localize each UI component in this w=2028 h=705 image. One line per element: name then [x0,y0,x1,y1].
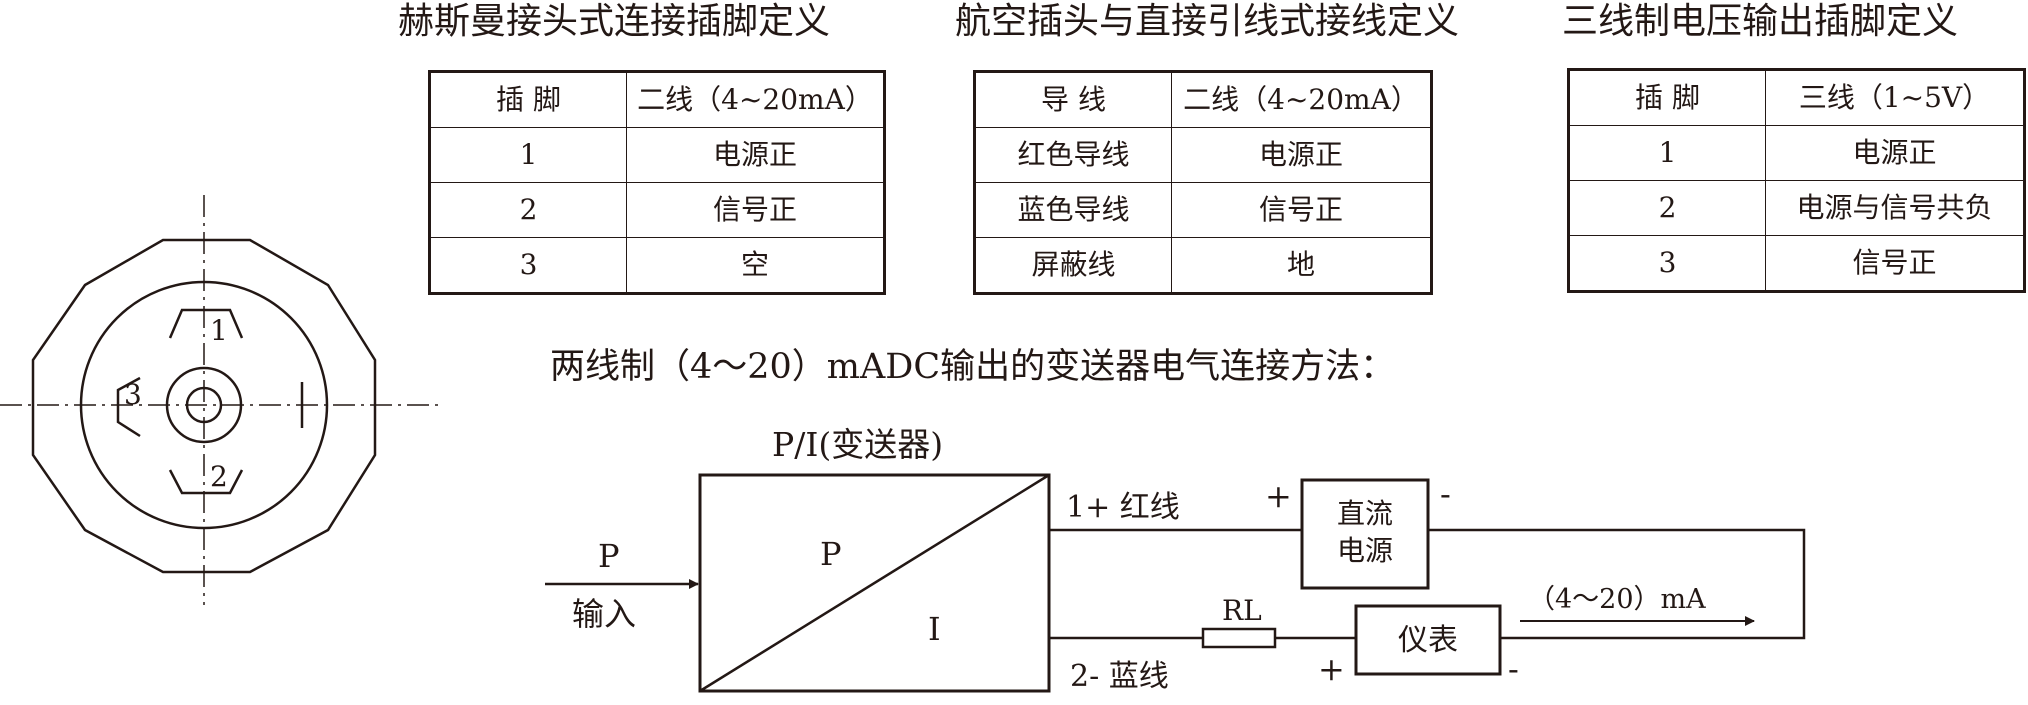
title-three-wire: 三线制电压输出插脚定义 [1562,1,1959,42]
psu-label-line1: 直流 [1337,497,1393,530]
transmitter-diagonal [699,473,1050,693]
table-row: 蓝色导线 信号正 [974,182,1432,238]
table-header-cell: 插 脚 [1568,69,1766,126]
meter-label: 仪表 [1398,623,1458,658]
table-header-cell: 导 线 [974,71,1172,128]
input-p-label: P [598,537,620,575]
table-cell: 1 [429,127,627,183]
table-cell: 3 [1568,235,1766,292]
transmitter-box [698,473,1051,693]
table-cell: 信号正 [626,182,885,238]
table-cell: 电源正 [1171,127,1432,183]
transmitter-p-label: P [820,535,842,573]
table-row: 1 电源正 [429,127,885,183]
pin-contact-1 [168,308,244,339]
title-aviation: 航空插头与直接引线式接线定义 [955,1,1460,42]
psu-label-line2: 电源 [1337,534,1393,567]
dc-power-supply [1300,478,1430,590]
table-cell: 电源与信号共负 [1765,180,2025,236]
table-cell: 空 [626,237,885,294]
table-hirschmann: 插 脚 二线（4~20mA） 1 电源正 2 信号正 3 空 [428,70,886,295]
table-row: 屏蔽线 地 [974,237,1432,294]
table-aviation: 导 线 二线（4~20mA） 红色导线 电源正 蓝色导线 信号正 屏蔽线 地 [973,70,1433,295]
red-wire-label: 1+ 红线 [1066,490,1180,525]
table-three-wire: 插 脚 三线（1~5V） 1 电源正 2 电源与信号共负 3 信号正 [1567,68,2026,293]
current-label: （4～20）mA [1528,584,1706,615]
input-label: 输入 [572,595,636,633]
table-cell: 蓝色导线 [974,182,1172,238]
table-cell: 地 [1171,237,1432,294]
pin-label-2: 2 [210,460,228,493]
pin-contact-3 [116,376,141,438]
transmitter-label: P/I(变送器) [772,425,943,464]
meter-minus: - [1508,650,1519,688]
transmitter-i-label: I [928,610,941,648]
resistor [1201,627,1277,649]
table-cell: 红色导线 [974,127,1172,183]
table-cell: 信号正 [1171,182,1432,238]
table-row: 3 空 [429,237,885,294]
pin-contact-2 [168,469,244,495]
blue-wire-label: 2- 蓝线 [1070,659,1169,694]
table-cell: 屏蔽线 [974,237,1172,294]
table-cell: 信号正 [1765,235,2025,292]
psu-plus: + [1265,477,1292,515]
table-header-row: 插 脚 三线（1~5V） [1568,69,2025,126]
table-row: 3 信号正 [1568,235,2025,292]
resistor-label: RL [1222,594,1262,627]
table-row: 2 电源与信号共负 [1568,180,2025,236]
connector-drawing [0,195,440,605]
pin-label-1: 1 [210,314,228,347]
table-cell: 3 [429,237,627,294]
pin-label-3: 3 [124,378,142,411]
table-row: 2 信号正 [429,182,885,238]
table-row: 红色导线 电源正 [974,127,1432,183]
table-header-cell: 二线（4~20mA） [626,71,885,128]
table-header-cell: 三线（1~5V） [1765,69,2025,126]
table-cell: 2 [1568,180,1766,236]
meter-plus: + [1318,650,1345,688]
connector-outline [31,238,377,574]
title-hirschmann: 赫斯曼接头式连接插脚定义 [398,1,831,42]
wiring-heading: 两线制（4～20）mADC输出的变送器电气连接方法： [550,347,1395,387]
return-wire [1428,528,1806,640]
table-cell: 电源正 [626,127,885,183]
psu-minus: - [1440,475,1451,513]
meter-box [1354,604,1502,676]
